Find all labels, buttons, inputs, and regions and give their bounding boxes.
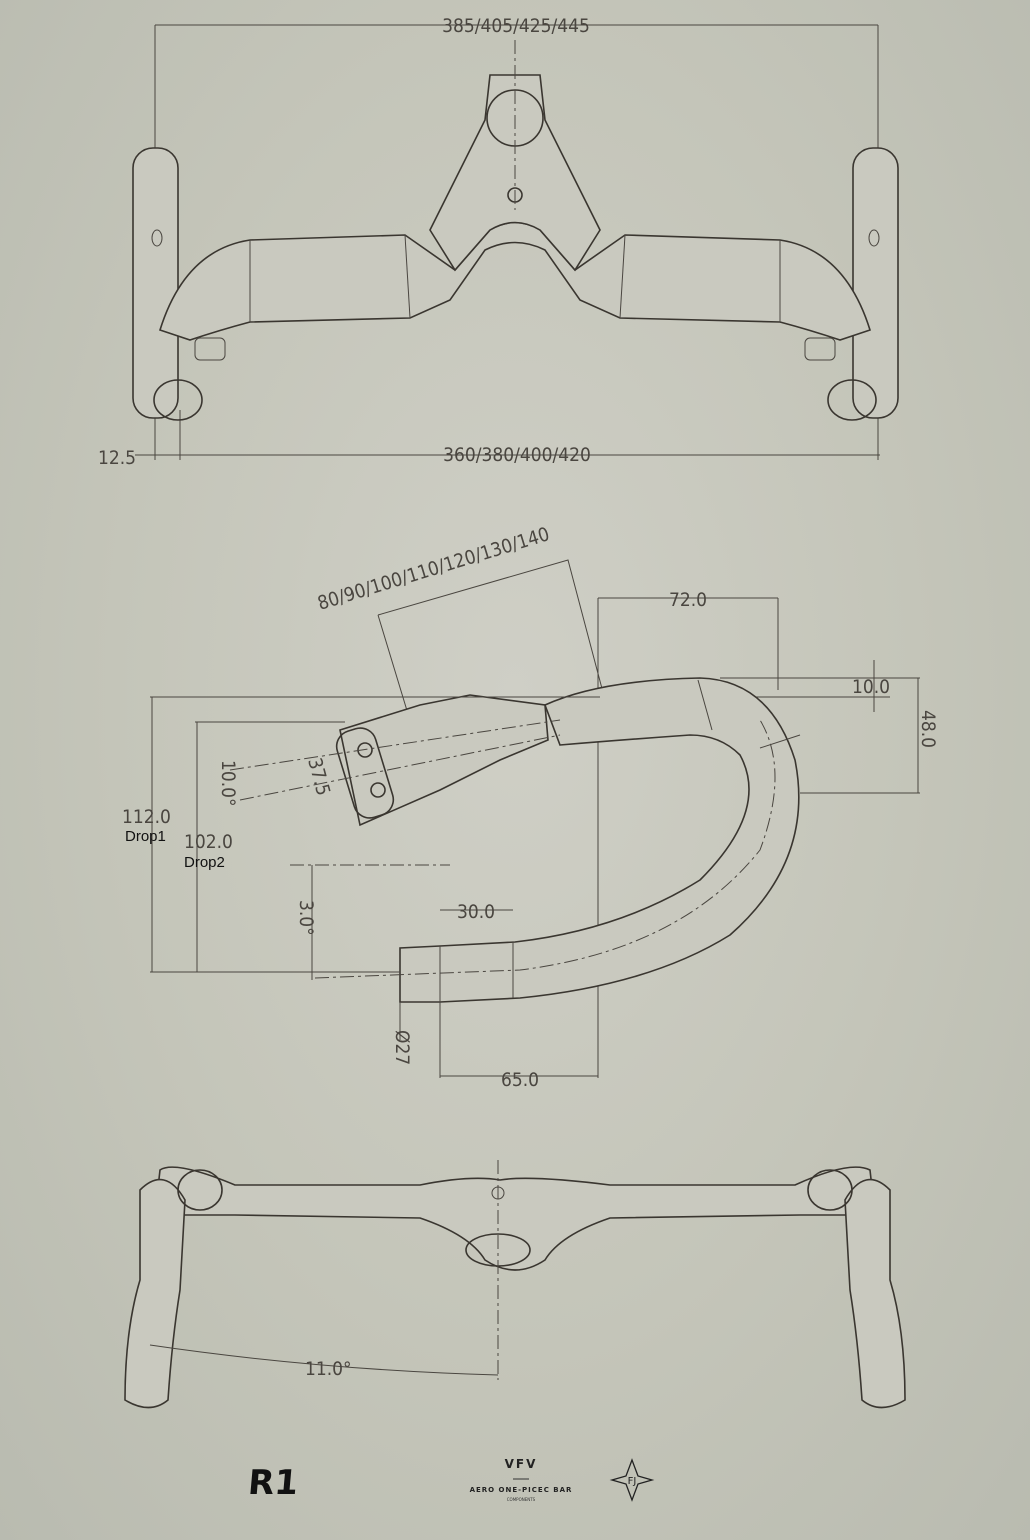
dim-clamp: 37.5 [303, 756, 334, 798]
dim-flare-angle: 11.0° [305, 1358, 352, 1380]
dim-drop-angle: 3.0° [295, 900, 317, 936]
dim-rise: 10.0 [852, 676, 890, 698]
dim-drop-height: 48.0 [917, 710, 939, 748]
emblem-star-icon [609, 1458, 655, 1502]
dim-drop1-value: 112.0 [122, 806, 171, 828]
dim-stem-angle: 10.0° [217, 760, 239, 807]
dim-outer-width: 385/405/425/445 [442, 15, 590, 37]
logo-brand: VFV [505, 1457, 538, 1471]
front-view: 11.0° [124, 1160, 906, 1409]
dim-drop2-value: 102.0 [184, 831, 233, 853]
label-drop1: Drop1 [125, 828, 166, 845]
dim-center-width: 360/380/400/420 [443, 444, 591, 466]
top-view: 385/405/425/445 360/380/400/420 12.5 [98, 15, 899, 469]
emblem: FJ [628, 1476, 637, 1487]
dim-reach: 72.0 [669, 589, 707, 611]
tagline-sub: COMPONENTS [507, 1497, 536, 1502]
dim-grip-length: 30.0 [457, 901, 495, 923]
dim-diameter: Ø27 [391, 1030, 413, 1065]
dim-stem-lengths: 80/90/100/110/120/130/140 [315, 523, 552, 615]
label-drop2: Drop2 [184, 854, 225, 871]
tagline: AERO ONE-PICEC BAR [470, 1486, 573, 1494]
dim-flare: 12.5 [98, 447, 136, 469]
branding: R1 VFV AERO ONE-PICEC BAR COMPONENTS FJ [247, 1457, 655, 1503]
side-view: 80/90/100/110/120/130/140 72.0 10.0 48.0… [122, 523, 939, 1091]
dim-drop-reach: 65.0 [501, 1069, 539, 1091]
logo-r1: R1 [247, 1463, 300, 1503]
